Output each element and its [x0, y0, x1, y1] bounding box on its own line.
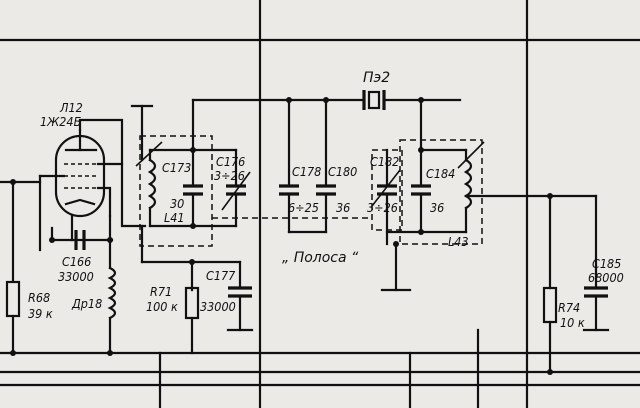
l41-ref: L41 — [164, 210, 185, 225]
r71-c177 — [184, 259, 254, 355]
c178-value: 6÷25 — [288, 200, 319, 215]
dr18-ref: Др18 — [71, 296, 102, 311]
c185-ref: С185 — [592, 256, 621, 271]
c166-value: 33000 — [58, 269, 94, 284]
c180-ref: С180 — [328, 164, 357, 179]
tank2-capacitors — [212, 98, 403, 246]
c184-ref: С184 — [426, 166, 455, 181]
c184-value: 36 — [430, 200, 444, 215]
r74-ref: R74 — [558, 300, 580, 315]
c177-value: 33000 — [200, 299, 236, 314]
c177-ref: С177 — [206, 268, 236, 283]
l43-ref: L43 — [448, 234, 469, 249]
r68-value: 39 к — [28, 306, 53, 321]
r68-ref: R68 — [28, 290, 50, 305]
c166-ref: С166 — [62, 254, 91, 269]
tank3 — [380, 98, 553, 292]
c176-value: 3÷26 — [214, 168, 245, 183]
c166-dr18 — [49, 214, 117, 356]
c182-ref: С182 — [370, 154, 399, 169]
tube-ref: Л12 — [59, 100, 83, 115]
grid-input — [0, 174, 42, 356]
c185-value: 68000 — [588, 270, 624, 285]
tank1 — [135, 135, 251, 247]
c182-value: 3÷26 — [367, 200, 398, 215]
crystal-ref: Пэ2 — [363, 70, 390, 86]
c178-ref: С178 — [292, 164, 321, 179]
c176-ref: С176 — [216, 154, 245, 169]
tube-l12 — [38, 128, 124, 242]
r71-value: 100 к — [146, 299, 178, 314]
crystal-bus — [191, 90, 462, 152]
r74-c185 — [542, 194, 610, 375]
filter-band-label: „ Полоса “ — [282, 250, 359, 266]
c173-value: 30 — [170, 196, 184, 211]
tube-type: 1Ж24Б — [40, 114, 82, 129]
c180-value: 36 — [336, 200, 350, 215]
r74-value: 10 к — [560, 315, 585, 330]
c173-ref: С173 — [162, 160, 191, 175]
r71-ref: R71 — [150, 284, 172, 299]
